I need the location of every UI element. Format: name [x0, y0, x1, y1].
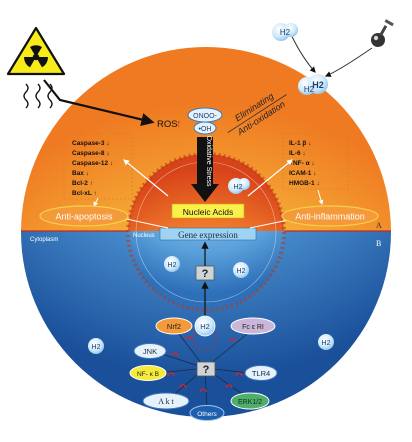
- nucleic-acids-box: [171, 203, 245, 219]
- anti-apoptosis-oval: Anti-apoptosis: [39, 205, 129, 227]
- svg-text:H2: H2: [200, 322, 210, 331]
- apoptosis-marker-item: Bcl-xL ↑: [72, 190, 97, 197]
- apoptosis-markers-arrow: [93, 197, 99, 207]
- svg-text:Oxidative Stress: Oxidative Stress: [205, 136, 212, 187]
- svg-text:ONOO-: ONOO-: [193, 113, 217, 120]
- apoptosis-markers-list: Caspase-3 ↓ Caspase-8 ↓ Caspase-12 ↓ Bax ↓ B…: [72, 140, 113, 197]
- radiation-wave-icon: [35, 83, 41, 109]
- inflammation-marker-item: IL-1 β ↓: [289, 140, 311, 147]
- svg-text:H2: H2: [280, 28, 291, 37]
- svg-text:Nrf2: Nrf2: [167, 322, 181, 331]
- svg-text:H2: H2: [304, 85, 315, 94]
- onoo-molecule: ONOO-: [187, 107, 223, 123]
- tank-to-h2-arrow: [324, 47, 373, 77]
- svg-text:H2: H2: [92, 344, 101, 351]
- apoptosis-marker-item: Caspase-8 ↓: [72, 150, 110, 157]
- svg-text:?: ?: [202, 268, 209, 280]
- svg-text:ERK1/2: ERK1/2: [238, 399, 262, 406]
- gene-expression-box: [159, 227, 257, 241]
- inflammation-markers-list: IL-1 β ↓ IL-6 ↓ TNF- α ↓ ICAM-1 ↓ HMGB-1 ↓: [289, 140, 320, 187]
- hub-unknown-box: ?: [196, 361, 216, 377]
- svg-text:Others: Others: [197, 411, 217, 418]
- svg-text:A k t: A k t: [158, 397, 174, 406]
- svg-text:H2: H2: [322, 340, 331, 347]
- radiation-wave-icon: [47, 83, 53, 109]
- inflammation-marker-item: IL-6 ↓: [289, 150, 306, 157]
- inflammation-marker-item: HMGB-1 ↓: [289, 180, 320, 187]
- nucleic-acids-label: Nucleic Acids: [183, 207, 234, 217]
- svg-text:TLR4: TLR4: [252, 369, 270, 378]
- pathway-fceri: Fc ε RI: [230, 317, 276, 335]
- ros-increase-arrow-icon: ↑: [176, 118, 182, 130]
- pathway-erk: ERK1/2: [230, 392, 270, 410]
- radiation-icon: [6, 26, 66, 76]
- inflammation-markers-arrow: [317, 189, 324, 205]
- ros-label: ROS: [157, 119, 178, 130]
- svg-text:H2: H2: [237, 268, 246, 275]
- pathway-h2: H2: [194, 315, 216, 337]
- oxidative-stress-arrow: Oxidative Stress: [191, 136, 219, 202]
- nucleus-to-apoptosis-arrow: [123, 159, 169, 197]
- radiation-to-ros-arrow: [43, 79, 155, 126]
- pathway-nrf2: Nrf2: [155, 317, 193, 335]
- svg-text:H2: H2: [234, 184, 243, 191]
- gene-expression-label: Gene expression: [178, 230, 238, 240]
- cytoplasm-label: Cytoplasm: [30, 237, 58, 243]
- h2-molecule-icon: H2: [272, 23, 298, 41]
- svg-text:•OH: •OH: [199, 126, 212, 133]
- inflammation-marker-item: ICAM-1 ↓: [289, 170, 316, 177]
- anti-inflammation-oval: Anti-inflammation: [281, 205, 379, 227]
- pathway-others: Others: [189, 405, 225, 421]
- h2-molecule-icon: H2: [88, 338, 104, 354]
- panel-a-label: A: [376, 221, 382, 230]
- h2-molecule-icon: H2 H2: [298, 74, 328, 95]
- svg-text:JNK: JNK: [143, 347, 157, 356]
- apoptosis-marker-item: Bax ↓: [72, 170, 89, 177]
- apoptosis-marker-item: Bcl-2 ↑: [72, 180, 93, 187]
- pathway-tlr4: TLR4: [244, 365, 278, 381]
- inflammation-markers-box: [282, 132, 349, 190]
- svg-text:H2: H2: [312, 80, 324, 90]
- panel-b-label: B: [376, 239, 381, 248]
- apoptosis-marker-item: Caspase-12 ↓: [72, 160, 113, 167]
- svg-text:Anti-apoptosis: Anti-apoptosis: [55, 212, 113, 222]
- svg-text:H2: H2: [168, 262, 177, 269]
- radiation-wave-icon: [23, 83, 29, 109]
- h2-molecule-icon: H2: [233, 262, 249, 278]
- h2-molecule-icon: H2: [164, 256, 180, 272]
- h2-molecule-icon: H2: [228, 178, 250, 194]
- svg-text:Fc ε RI: Fc ε RI: [242, 324, 264, 331]
- nucleus-label: Nucleus: [133, 233, 155, 239]
- svg-text:Anti-inflammation: Anti-inflammation: [295, 212, 365, 222]
- pathway-nfkb: NF- κ B: [129, 365, 167, 381]
- hydrogen-tank-icon: [371, 19, 394, 47]
- pathway-jnk: JNK: [133, 343, 167, 359]
- svg-text:?: ?: [203, 364, 210, 376]
- svg-text:NF- κ B: NF- κ B: [137, 371, 159, 378]
- hydroxyl-radical-molecule: •OH: [193, 121, 217, 135]
- gene-to-apoptosis-arrow: [121, 216, 169, 229]
- nucleus-to-inflammation-arrow: [247, 159, 293, 197]
- unknown-mechanism-box: ?: [195, 265, 215, 281]
- h2-molecule-icon: H2: [318, 334, 334, 350]
- inflammation-marker-item: TNF- α ↓: [289, 160, 315, 167]
- pathway-akt: A k t: [142, 392, 190, 410]
- apoptosis-marker-item: Caspase-3 ↓: [72, 140, 110, 147]
